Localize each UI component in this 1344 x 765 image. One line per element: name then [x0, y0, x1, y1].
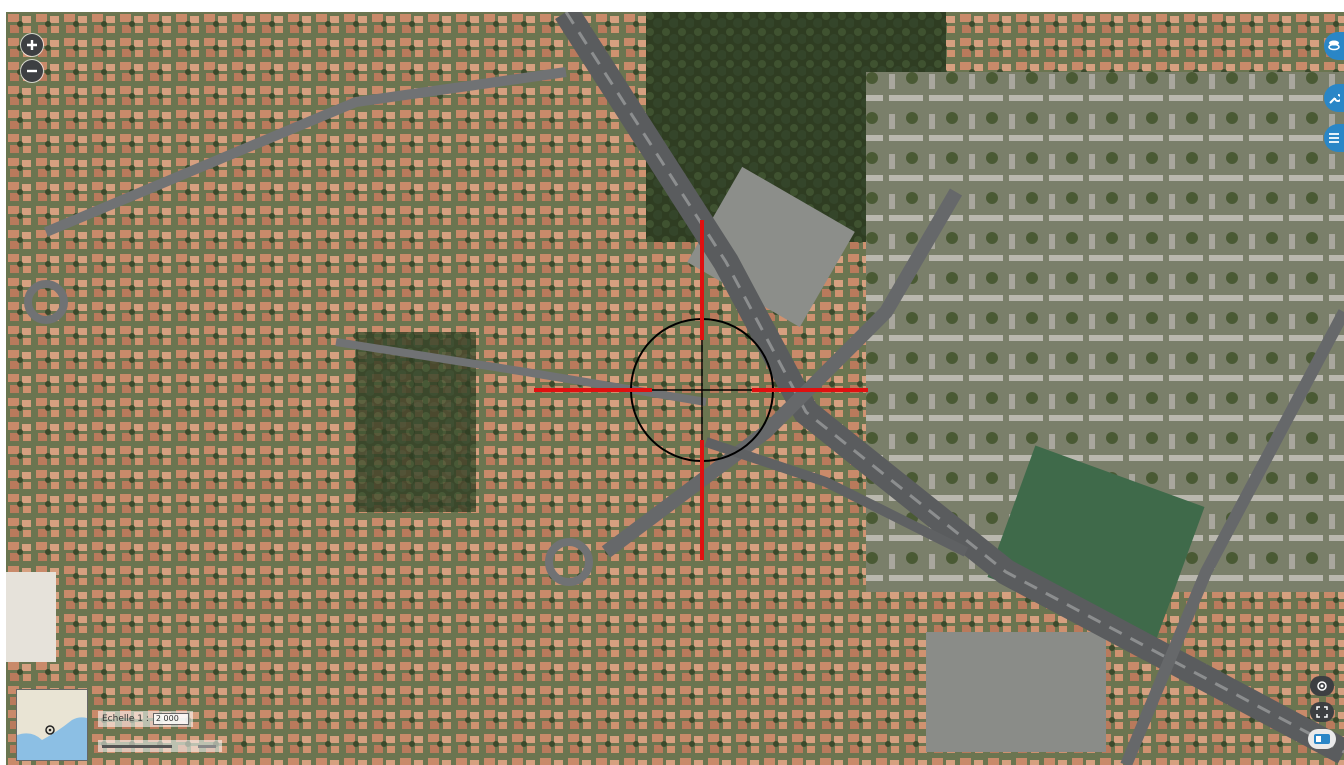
- minus-icon: [27, 69, 37, 73]
- plus-icon: [27, 40, 37, 50]
- locate-icon: [1317, 681, 1327, 691]
- tools-button[interactable]: [1324, 84, 1344, 112]
- scale-control: Echelle 1 : 2 000: [98, 711, 193, 727]
- minimap-image: [17, 690, 87, 760]
- map-view[interactable]: Echelle 1 : 2 000: [6, 12, 1344, 765]
- toggle-icon: [1314, 734, 1330, 744]
- zoom-in-button[interactable]: [21, 34, 43, 56]
- aerial-imagery: [6, 12, 1344, 765]
- fullscreen-icon: [1316, 706, 1328, 718]
- overview-minimap[interactable]: [16, 689, 88, 761]
- scale-input[interactable]: 2 000: [152, 713, 189, 725]
- layers-button[interactable]: [1324, 32, 1344, 60]
- layers-icon: [1328, 40, 1340, 51]
- zoom-out-button[interactable]: [21, 60, 43, 82]
- locate-button[interactable]: [1310, 676, 1334, 696]
- wrench-icon: [1329, 94, 1340, 104]
- scale-bar-graphic: [102, 745, 216, 748]
- legend-button[interactable]: [1324, 124, 1344, 152]
- map-toggle-button[interactable]: [1308, 729, 1336, 749]
- scale-bar: [98, 740, 222, 752]
- legend-list-icon: [1329, 133, 1339, 143]
- fullscreen-button[interactable]: [1310, 702, 1334, 722]
- scale-label: Echelle 1 :: [102, 714, 149, 724]
